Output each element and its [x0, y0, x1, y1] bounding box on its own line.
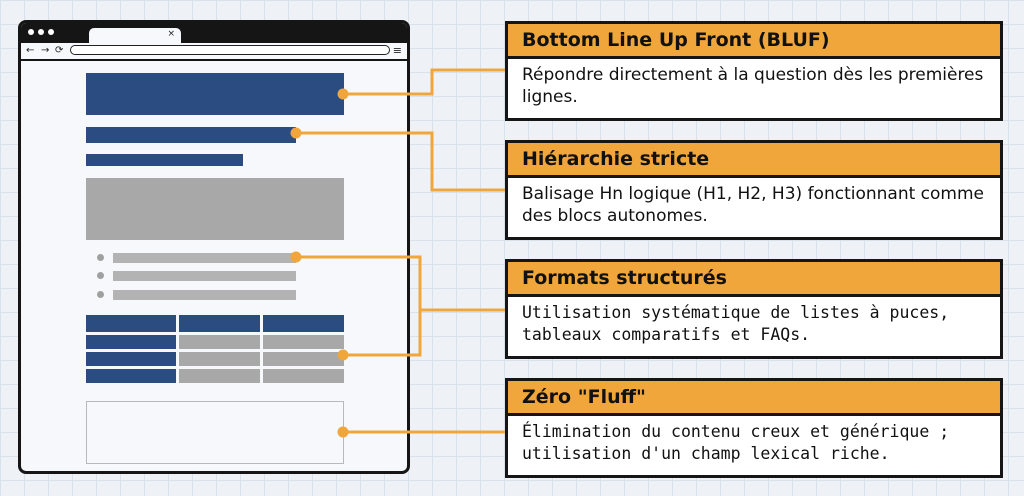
list-bullet-icon — [97, 272, 104, 279]
empty-content-block — [86, 401, 344, 464]
address-bar[interactable] — [70, 45, 390, 55]
window-dot-icon — [48, 29, 54, 35]
paragraph-block — [86, 178, 344, 240]
table-header-cell — [179, 315, 260, 332]
h1-block — [86, 73, 344, 115]
h2-block — [86, 127, 296, 143]
hamburger-menu-icon[interactable]: ≡ — [392, 44, 402, 57]
card-title: Zéro "Fluff" — [508, 381, 1000, 416]
card-body: Élimination du contenu creux et génériqu… — [522, 422, 950, 463]
table-cell — [263, 369, 344, 383]
back-arrow-icon[interactable]: ← — [26, 45, 35, 56]
table-header-cell — [263, 315, 344, 332]
browser-navbar: ← → ⟳ ≡ — [21, 43, 407, 61]
browser-mockup: × ← → ⟳ ≡ — [18, 20, 410, 474]
table-header-cell — [86, 315, 176, 332]
list-item-block — [113, 271, 296, 281]
browser-tab[interactable]: × — [89, 28, 181, 43]
browser-titlebar: × — [21, 23, 407, 43]
table-row-header-cell — [86, 369, 176, 383]
forward-arrow-icon[interactable]: → — [41, 45, 50, 56]
table-cell — [179, 369, 260, 383]
list-bullet-icon — [97, 291, 104, 298]
table-row-header-cell — [86, 352, 176, 366]
card-title: Formats structurés — [508, 262, 1000, 297]
card-body: Utilisation systématique de listes à puc… — [522, 303, 950, 344]
card-formats: Formats structurés Utilisation systémati… — [505, 259, 1003, 359]
card-title: Hiérarchie stricte — [508, 143, 1000, 178]
card-bluf: Bottom Line Up Front (BLUF) Répondre dir… — [505, 21, 1003, 121]
table-cell — [263, 335, 344, 349]
close-icon[interactable]: × — [167, 29, 175, 39]
card-body: Balisage Hn logique (H1, H2, H3) fonctio… — [522, 184, 984, 226]
list-item-block — [113, 290, 296, 300]
table-cell — [179, 335, 260, 349]
window-dot-icon — [38, 29, 44, 35]
table-cell — [179, 352, 260, 366]
window-dot-icon — [28, 29, 34, 35]
reload-icon[interactable]: ⟳ — [55, 45, 64, 56]
card-fluff: Zéro "Fluff" Élimination du contenu creu… — [505, 378, 1003, 478]
card-hierarchy: Hiérarchie stricte Balisage Hn logique (… — [505, 140, 1003, 240]
h3-block — [86, 154, 243, 166]
card-title: Bottom Line Up Front (BLUF) — [508, 24, 1000, 59]
list-item-block — [113, 253, 296, 263]
table-row-header-cell — [86, 335, 176, 349]
table-cell — [263, 352, 344, 366]
list-bullet-icon — [97, 254, 104, 261]
card-body: Répondre directement à la question dès l… — [522, 65, 984, 107]
